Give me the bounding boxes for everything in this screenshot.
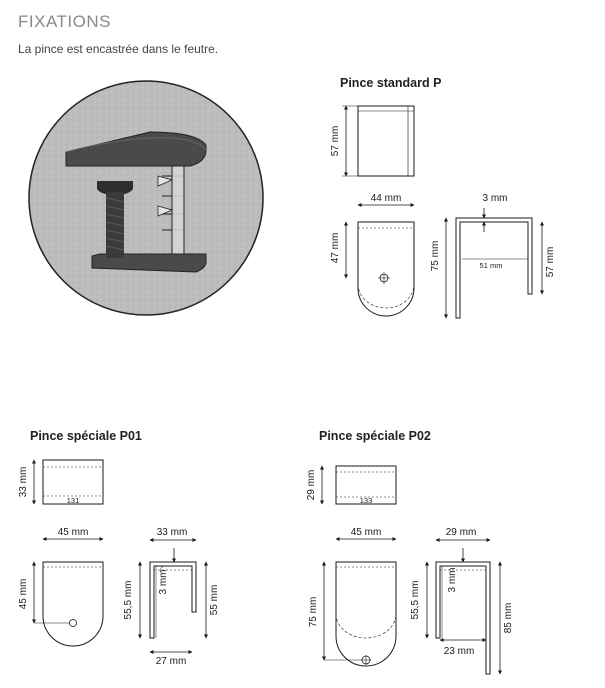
p01-side-height: 55,5 mm bbox=[123, 581, 134, 620]
p01-front-height: 33 mm bbox=[18, 467, 29, 498]
p02-title: Pince spéciale P02 bbox=[319, 429, 431, 443]
standard-side-height: 75 mm bbox=[430, 241, 441, 272]
p02-width: 45 mm bbox=[351, 527, 382, 538]
p02-front-label: 133 bbox=[360, 496, 373, 505]
p02-hole-view bbox=[322, 537, 397, 667]
p02-front-view bbox=[320, 465, 397, 505]
p02-front-height: 29 mm bbox=[306, 470, 317, 501]
p01-front-label: 131 bbox=[67, 496, 80, 505]
p02-bottom-width: 23 mm bbox=[444, 646, 475, 657]
standard-leg-height: 57 mm bbox=[545, 247, 556, 278]
p01-title: Pince spéciale P01 bbox=[30, 429, 142, 443]
p02-leg-height: 85 mm bbox=[503, 603, 514, 634]
standard-inner-width: 51 mm bbox=[480, 261, 503, 270]
standard-side-view bbox=[444, 208, 544, 319]
p02-side-view bbox=[425, 538, 502, 675]
standard-hole-height: 47 mm bbox=[330, 233, 341, 264]
p01-leg-height: 55 mm bbox=[209, 585, 220, 616]
p02-thickness: 3 mm bbox=[447, 568, 458, 593]
standard-front-view bbox=[342, 105, 415, 177]
felt-circle bbox=[28, 80, 264, 316]
p01-hole-height: 45 mm bbox=[18, 579, 29, 610]
page-title: FIXATIONS bbox=[18, 12, 111, 31]
page-subtitle: La pince est encastrée dans le feutre. bbox=[18, 42, 219, 56]
p02-top-width: 29 mm bbox=[446, 527, 477, 538]
p01-thickness: 3 mm bbox=[158, 570, 169, 595]
p01-width: 45 mm bbox=[58, 527, 89, 538]
standard-title: Pince standard P bbox=[340, 76, 442, 90]
p01-side-view bbox=[138, 538, 208, 654]
p01-top-width: 33 mm bbox=[157, 527, 188, 538]
p02-side-height: 55,5 mm bbox=[410, 581, 421, 620]
p01-front-view bbox=[32, 459, 104, 505]
p02-hole-height: 75 mm bbox=[308, 597, 319, 628]
standard-thickness: 3 mm bbox=[483, 193, 508, 204]
bottom-plate bbox=[91, 253, 207, 273]
p01-bottom-width: 27 mm bbox=[156, 656, 187, 667]
standard-width: 44 mm bbox=[371, 193, 402, 204]
standard-hole-view bbox=[344, 203, 415, 317]
clamp-illustration bbox=[28, 80, 264, 316]
standard-front-height: 57 mm bbox=[330, 126, 341, 157]
p01-hole-view bbox=[32, 537, 104, 647]
